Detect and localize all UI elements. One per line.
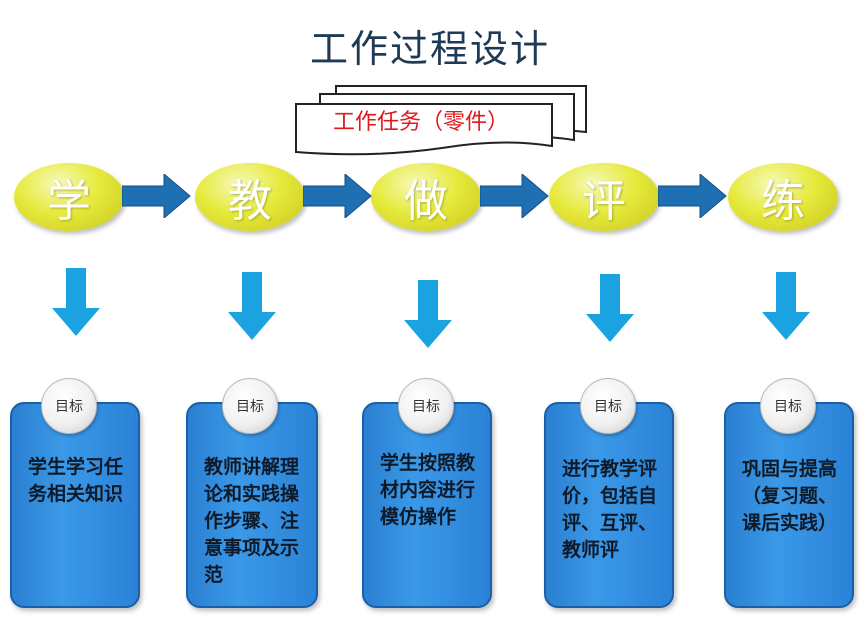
step-oval-teach: 教 (195, 163, 305, 231)
step-oval-evaluate: 评 (549, 163, 659, 231)
right-arrow-icon (122, 174, 191, 218)
goal-text: 学生学习任务相关知识 (28, 456, 124, 505)
down-arrow-icon (762, 272, 810, 340)
step-oval-practice: 练 (728, 163, 838, 231)
right-arrow-icon (658, 174, 727, 218)
task-document-stack: 工作任务（零件） (292, 82, 592, 160)
down-arrow-icon (228, 272, 276, 340)
down-arrow-icon (586, 274, 634, 342)
goal-badge: 目标 (398, 378, 454, 434)
goal-badge: 目标 (760, 378, 816, 434)
step-oval-do: 做 (371, 163, 481, 231)
down-arrow-icon (52, 268, 100, 336)
goal-text: 巩固与提高（复习题、课后实践） (742, 458, 838, 534)
goal-box-do: 学生按照教材内容进行模仿操作 (362, 402, 492, 608)
right-arrow-icon (480, 174, 549, 218)
right-arrow-icon (303, 174, 372, 218)
goal-text: 学生按照教材内容进行模仿操作 (380, 452, 476, 528)
document-stack-icon (295, 85, 587, 156)
goal-box-practice: 巩固与提高（复习题、课后实践） (724, 402, 854, 608)
step-oval-learn: 学 (14, 163, 124, 231)
task-label: 工作任务（零件） (332, 110, 509, 135)
page-title: 工作过程设计 (309, 27, 550, 71)
goal-badge: 目标 (222, 378, 278, 434)
goal-text: 进行教学评价，包括自评、互评、教师评 (562, 458, 658, 561)
down-arrow-icon (404, 280, 452, 348)
goal-box-teach: 教师讲解理论和实践操作步骤、注意事项及示范 (186, 402, 318, 608)
goal-badge: 目标 (580, 378, 636, 434)
goal-text: 教师讲解理论和实践操作步骤、注意事项及示范 (204, 456, 300, 586)
goal-badge: 目标 (41, 378, 97, 434)
